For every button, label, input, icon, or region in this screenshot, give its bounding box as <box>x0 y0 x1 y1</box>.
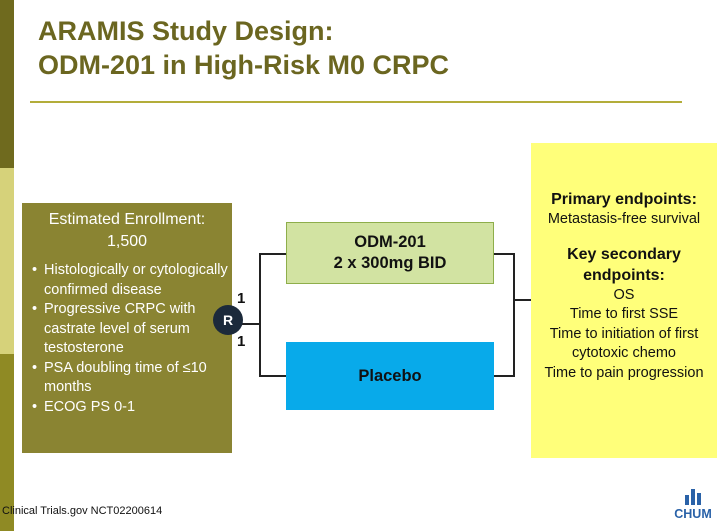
title-line-1: ARAMIS Study Design: <box>38 16 334 46</box>
enrollment-box: Estimated Enrollment: 1,500 Histological… <box>22 203 232 453</box>
secondary-endpoint: Time to initiation of first cytotoxic ch… <box>549 325 699 362</box>
placebo-arm-box: Placebo <box>286 342 494 410</box>
source-footnote: Clinical Trials.gov NCT02200614 <box>2 505 163 517</box>
title-line-2: ODM-201 in High-Risk M0 CRPC <box>38 50 450 80</box>
enrollment-heading-label: Estimated Enrollment: <box>48 211 206 228</box>
endpoints-box: Primary endpoints: Metastasis-free survi… <box>531 143 717 458</box>
drug-arm-dose: 2 x 300mg BID <box>333 254 447 272</box>
ratio-bottom: 1 <box>237 333 246 350</box>
side-bar-top <box>0 0 14 168</box>
primary-endpoints-heading: Primary endpoints: <box>551 191 697 208</box>
secondary-endpoint: Time to pain progression <box>544 364 704 381</box>
criteria-item: PSA doubling time of ≤10 months <box>32 359 228 398</box>
drug-arm-box: ODM-201 2 x 300mg BID <box>286 222 494 284</box>
criteria-list: Histologically or cytologically confirme… <box>22 261 232 417</box>
connector-vertical-left <box>259 253 261 376</box>
logo-text: CHUM <box>674 507 712 521</box>
criteria-item: Progressive CRPC with castrate level of … <box>32 300 228 359</box>
connector-from-drug-arm <box>494 253 514 255</box>
connector-to-endpoints <box>513 299 532 301</box>
primary-endpoint: Metastasis-free survival <box>547 211 701 227</box>
ratio-top: 1 <box>237 290 246 307</box>
title-divider <box>30 101 682 103</box>
side-bar-middle <box>0 168 14 354</box>
secondary-endpoints-heading: Key secondary endpoints: <box>567 245 681 284</box>
enrollment-heading: Estimated Enrollment: 1,500 <box>22 203 232 253</box>
logo-mark-icon <box>668 487 718 505</box>
criteria-item: ECOG PS 0-1 <box>32 398 228 418</box>
connector-r-to-split <box>240 323 260 325</box>
enrollment-count: 1,500 <box>106 233 148 250</box>
secondary-endpoint: Time to first SSE <box>569 306 679 322</box>
side-bar-bottom <box>0 354 14 531</box>
randomization-circle: R <box>213 305 243 335</box>
slide-title: ARAMIS Study Design: ODM-201 in High-Ris… <box>38 14 449 82</box>
drug-arm-name: ODM-201 <box>354 233 426 251</box>
secondary-endpoint: OS <box>613 286 635 303</box>
placebo-arm-label: Placebo <box>358 366 422 385</box>
criteria-item: Histologically or cytologically confirme… <box>32 261 228 300</box>
chum-logo: CHUM <box>668 487 718 521</box>
connector-vertical-right <box>513 253 515 377</box>
connector-to-drug-arm <box>259 253 287 255</box>
connector-to-placebo-arm <box>259 375 287 377</box>
connector-from-placebo-arm <box>494 375 514 377</box>
